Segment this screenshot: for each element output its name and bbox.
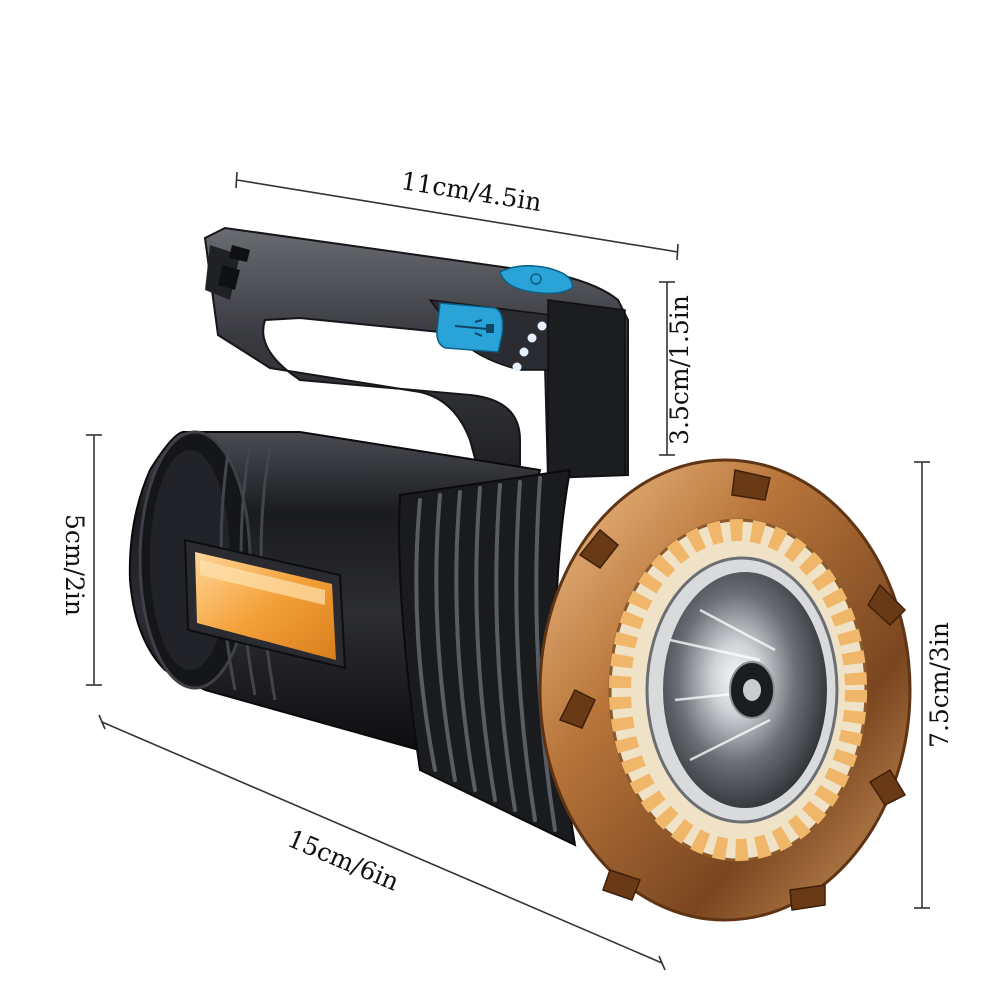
usb-port[interactable] [436,302,504,353]
dimension-head-diameter: 7.5cm/3in [914,461,954,909]
dimension-label-head-diameter: 7.5cm/3in [925,622,954,748]
flashlight-handle [203,226,629,497]
cob-side-light [183,538,347,670]
flashlight-heatsink [398,468,577,847]
dimension-label-handle-height: 3.5cm/1.5in [665,295,694,445]
led-ring [609,519,867,861]
battery-indicator-leds [512,321,547,372]
usb-icon [454,319,494,337]
power-button[interactable] [499,265,574,295]
dimension-body-diameter: 5cm/2in [60,434,102,686]
dimension-handle-height: 3.5cm/1.5in [659,281,694,456]
flashlight-head [538,458,912,922]
power-button-icon [530,273,542,285]
dimension-label-body-diameter: 5cm/2in [60,514,89,616]
dimension-label-length: 15cm/6in [283,824,403,897]
